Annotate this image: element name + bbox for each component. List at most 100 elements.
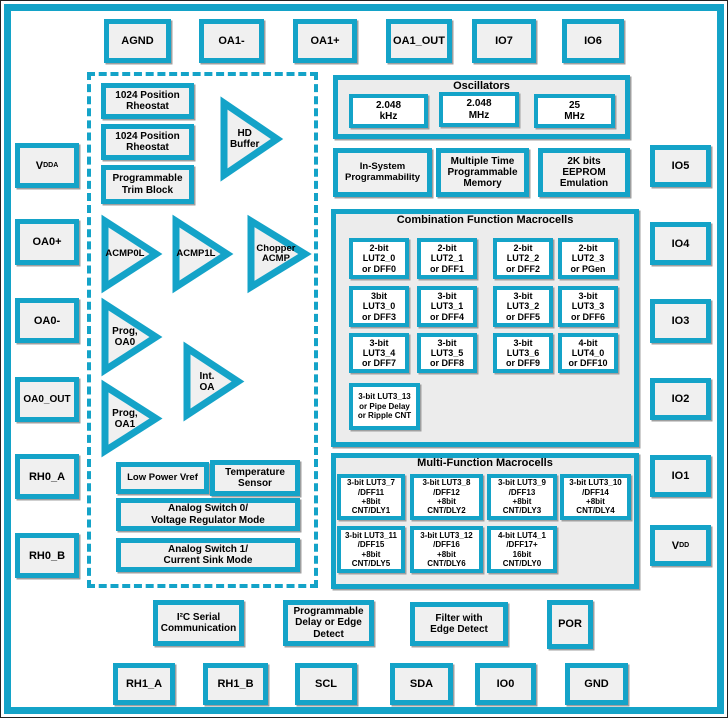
block-filter-edge-detect: Filter with Edge Detect [410, 602, 508, 646]
pin-label: OA1_OUT [393, 35, 445, 47]
cell-label: 2.048 kHz [375, 99, 402, 122]
block-low-power-vref: Low Power Vref [116, 462, 209, 494]
pin-label: RH1_A [125, 678, 163, 690]
triangle-prog-oa1: Prog, OA1 [101, 379, 163, 458]
cell-label: 3-bit LUT3_9 /DFF13 +8bit CNT/DLY3 [497, 478, 546, 516]
pin-oa0-plus: OA0+ [15, 219, 79, 265]
cell-label: 3-bit LUT3_1 or DFF4 [429, 291, 464, 322]
block-mtp-memory: Multiple Time Programmable Memory [436, 148, 529, 197]
cell-mf-lut3-12: 3-bit LUT3_12 /DFF16 +8bit CNT/DLY6 [410, 526, 483, 573]
pin-label: SDA [409, 678, 434, 690]
pin-oa1-plus: OA1+ [293, 19, 357, 63]
pin-label: IO5 [671, 160, 690, 172]
triangle-acmp1l: ACMP1L [172, 214, 234, 294]
cell-label: 3-bit LUT3_2 or DFF5 [505, 291, 540, 322]
cell-label: 3-bit LUT3_6 or DFF9 [505, 337, 540, 369]
cell-label: 3-bit LUT3_3 or DFF6 [570, 291, 605, 322]
cell-mf-lut3-10: 3-bit LUT3_10 /DFF14 +8bit CNT/DLY4 [560, 474, 631, 520]
analog-section-outline [87, 72, 318, 588]
pin-io2: IO2 [650, 378, 711, 420]
pin-io4: IO4 [650, 222, 711, 265]
pin-oa1-out: OA1_OUT [386, 19, 452, 63]
block-label: Temperature Sensor [225, 466, 285, 489]
cell-label: 2-bit LUT2_0 or DFF0 [361, 243, 396, 274]
pin-label: IO7 [495, 35, 513, 47]
block-label: Low Power Vref [127, 471, 198, 483]
triangle-label: Prog, OA0 [112, 326, 138, 348]
pin-label: IO6 [584, 35, 602, 47]
cell-lut4-0: 4-bit LUT4_0 or DFF10 [558, 333, 618, 373]
cell-lut3-1: 3-bit LUT3_1 or DFF4 [417, 286, 477, 327]
block-prog-delay: Programmable Delay or Edge Detect [283, 600, 374, 646]
pin-label-sub: DDA [43, 162, 59, 169]
cell-label: 2-bit LUT2_1 or DFF1 [429, 243, 464, 274]
osc-25-mhz: 25 MHz [534, 94, 615, 128]
pin-rh1-b: RH1_B [203, 663, 268, 705]
cell-lut3-6: 3-bit LUT3_6 or DFF9 [493, 333, 553, 373]
pin-io5: IO5 [650, 145, 711, 187]
cell-label: 2-bit LUT2_3 or PGen [570, 243, 606, 274]
pin-label: IO1 [671, 470, 690, 482]
block-label: I²C Serial Communication [160, 611, 237, 634]
block-por: POR [547, 600, 593, 649]
block-i2c: I²C Serial Communication [153, 600, 244, 646]
pin-sda: SDA [390, 663, 453, 705]
triangle-prog-oa0: Prog, OA0 [101, 297, 163, 377]
pin-io7: IO7 [472, 19, 536, 63]
triangle-label: Prog, OA1 [112, 407, 138, 430]
multifunction-title: Multi-Function Macrocells [417, 457, 553, 469]
cell-label: 25 MHz [564, 99, 585, 122]
triangle-label: ACMP1L [176, 247, 216, 259]
cell-label: 3-bit LUT3_4 or DFF7 [361, 337, 396, 369]
pin-io6: IO6 [562, 19, 624, 63]
oscillators-title: Oscillators [453, 80, 510, 92]
block-label: In-System Programmability [345, 160, 420, 183]
pin-label: IO3 [671, 315, 690, 327]
triangle-shape [183, 341, 245, 422]
triangle-label: Int. OA [199, 370, 215, 393]
pin-label: OA1- [218, 35, 245, 47]
cell-mf-lut3-9: 3-bit LUT3_9 /DFF13 +8bit CNT/DLY3 [487, 474, 557, 520]
pin-label: OA0+ [32, 236, 62, 248]
block-label: Programmable Delay or Edge Detect [293, 606, 364, 640]
cell-lut3-2: 3-bit LUT3_2 or DFF5 [493, 286, 553, 327]
cell-lut2-2: 2-bit LUT2_2 or DFF2 [493, 238, 553, 279]
pin-label: V [671, 539, 680, 552]
triangle-hd-buffer: HD Buffer [220, 96, 284, 182]
block-eeprom: 2K bits EEPROM Emulation [538, 148, 630, 197]
combination-title: Combination Function Macrocells [396, 214, 574, 226]
cell-lut2-1: 2-bit LUT2_1 or DFF1 [417, 238, 477, 279]
triangle-shape [101, 297, 163, 377]
block-label: 1024 Position Rheostat [115, 130, 180, 153]
pin-io0: IO0 [475, 663, 536, 705]
pin-oa0-out: OA0_OUT [15, 377, 79, 422]
cell-mf-lut3-8: 3-bit LUT3_8 /DFF12 +8bit CNT/DLY2 [410, 474, 483, 520]
triangle-label: Chopper ACMP [256, 242, 296, 264]
pin-oa0-minus: OA0- [15, 298, 79, 343]
cell-lut2-0: 2-bit LUT2_0 or DFF0 [349, 238, 409, 279]
pin-label: IO4 [671, 237, 690, 250]
cell-mf-lut3-11: 3-bit LUT3_11 /DFF15 +8bit CNT/DLY5 [337, 526, 405, 573]
triangle-chopper-acmp: Chopper ACMP [247, 214, 312, 294]
triangle-int-oa: Int. OA [183, 341, 245, 422]
cell-lut3-5: 3-bit LUT3_5 or DFF8 [417, 333, 477, 373]
cell-label: 4-bit LUT4_1 /DFF17+ 16bit CNT/DLY0 [497, 530, 546, 568]
cell-label: 3bit LUT3_0 or DFF3 [361, 291, 396, 322]
osc-2048-mhz: 2.048 MHz [439, 92, 519, 127]
pin-scl: SCL [295, 663, 357, 705]
cell-label: 3-bit LUT3_8 /DFF12 +8bit CNT/DLY2 [422, 478, 471, 516]
pin-label: AGND [121, 35, 154, 47]
pin-io1: IO1 [650, 455, 711, 497]
cell-label: 3-bit LUT3_12 /DFF16 +8bit CNT/DLY6 [420, 530, 473, 568]
pin-label: RH0_A [28, 470, 66, 483]
triangle-label: HD Buffer [229, 128, 260, 150]
cell-label: 2-bit LUT2_2 or DFF2 [505, 243, 540, 274]
pin-gnd: GND [565, 663, 628, 705]
block-label: 1024 Position Rheostat [115, 89, 180, 112]
triangle-shape [247, 214, 312, 294]
block-isp: In-System Programmability [333, 148, 432, 197]
cell-label: 3-bit LUT3_5 or DFF8 [429, 337, 464, 369]
block-analog-switch1: Analog Switch 1/ Current Sink Mode [116, 538, 300, 572]
cell-lut2-3: 2-bit LUT2_3 or PGen [558, 238, 618, 279]
